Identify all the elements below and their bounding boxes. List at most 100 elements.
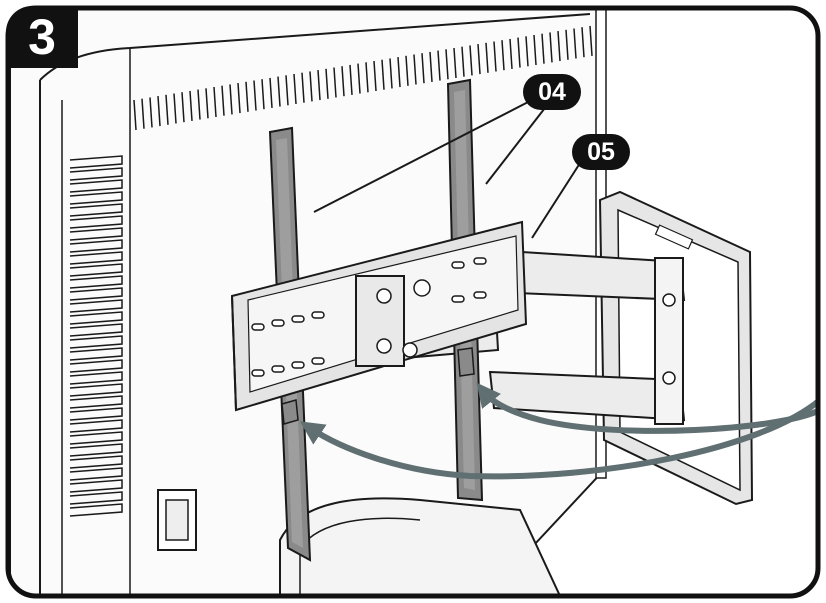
vent-slot (229, 84, 233, 115)
vent-slot (69, 311, 123, 325)
vent-slot (365, 62, 369, 93)
vent-slot (413, 54, 417, 85)
vent-slot (69, 395, 123, 409)
vent-slot (141, 98, 145, 129)
vent-slot (189, 90, 193, 121)
bracket-slot (291, 361, 305, 369)
vent-slot (381, 59, 385, 90)
vent-slot (69, 407, 123, 421)
vent-slot (69, 419, 123, 433)
vent-slot (165, 94, 169, 125)
vent-slot (69, 227, 123, 241)
vent-slot (69, 155, 123, 169)
vent-slot (573, 28, 577, 59)
vent-slot (69, 371, 123, 385)
vent-slot (221, 85, 225, 116)
vent-slot (261, 79, 265, 110)
vent-slot (533, 34, 537, 66)
vent-slot (317, 70, 321, 101)
vent-slot (69, 215, 123, 229)
step-number-badge: 3 (6, 6, 78, 68)
vent-slot (333, 67, 337, 98)
vent-slot (69, 467, 123, 481)
vent-slot (285, 75, 289, 106)
top-vent-slots (133, 25, 593, 131)
vent-slot (69, 323, 123, 337)
vent-slot (485, 42, 489, 73)
vent-slot (69, 335, 123, 349)
horizontal-bracket (230, 220, 528, 412)
vent-slot (69, 275, 123, 289)
panel-border (5, 5, 821, 599)
side-vent-slots (69, 155, 123, 517)
vent-slot (421, 53, 425, 84)
vent-slot (181, 92, 185, 123)
vent-slot (389, 58, 393, 89)
vent-slot (197, 89, 201, 120)
bracket-slot (271, 319, 285, 327)
callout-04: 04 (523, 74, 581, 110)
vent-slot (69, 359, 123, 373)
vent-slot (477, 44, 481, 75)
vent-slot (69, 251, 123, 265)
vent-slot (69, 491, 123, 505)
vent-slot (69, 479, 123, 493)
vent-slot (437, 50, 441, 81)
vent-slot (277, 76, 281, 107)
vent-slot (69, 299, 123, 313)
bracket-slot (311, 311, 325, 319)
vent-slot (325, 68, 329, 99)
vent-slot (349, 64, 353, 95)
vent-slot (429, 51, 433, 82)
bracket-slot (271, 365, 285, 373)
vent-slot (69, 431, 123, 445)
vent-slot (173, 93, 177, 124)
vent-slot (493, 41, 497, 72)
vent-slot (213, 86, 217, 118)
vent-slot (397, 57, 401, 88)
vent-slot (549, 32, 553, 63)
vent-slot (541, 33, 545, 64)
vent-slot (205, 88, 209, 119)
bracket-slot (473, 257, 487, 265)
vent-slot (69, 179, 123, 193)
vent-slot (293, 73, 297, 105)
vent-slot (525, 36, 529, 67)
vent-slot (453, 47, 457, 79)
vent-slot (149, 97, 153, 128)
scene (8, 8, 818, 596)
vent-slot (373, 60, 377, 92)
vent-slot (69, 455, 123, 469)
vent-slot (405, 55, 409, 86)
vent-slot (157, 96, 161, 127)
vent-slot (69, 287, 123, 301)
vent-slot (133, 99, 137, 131)
vent-slot (69, 191, 123, 205)
vent-slot (253, 80, 257, 111)
vent-slot (237, 83, 241, 114)
vent-slot (445, 49, 449, 80)
bracket-slot (451, 295, 465, 303)
vent-slot (69, 203, 123, 217)
vent-slot (461, 46, 465, 77)
vent-slot (469, 45, 473, 76)
callout-05: 05 (572, 134, 630, 170)
vent-slot (589, 25, 593, 56)
vent-slot (69, 263, 123, 277)
vent-slot (565, 29, 569, 60)
vent-slot (69, 383, 123, 397)
vent-slot (501, 40, 505, 71)
vent-slot (341, 66, 345, 97)
bracket-slot (473, 291, 487, 299)
direction-arrow (300, 382, 818, 480)
vent-slot (69, 503, 123, 517)
vent-slot (245, 81, 249, 112)
vent-slot (301, 72, 305, 103)
tv-stand (279, 497, 562, 596)
bracket-slot (251, 323, 265, 331)
bracket-slot (311, 357, 325, 365)
vent-slot (557, 31, 561, 62)
vent-slot (581, 27, 585, 58)
